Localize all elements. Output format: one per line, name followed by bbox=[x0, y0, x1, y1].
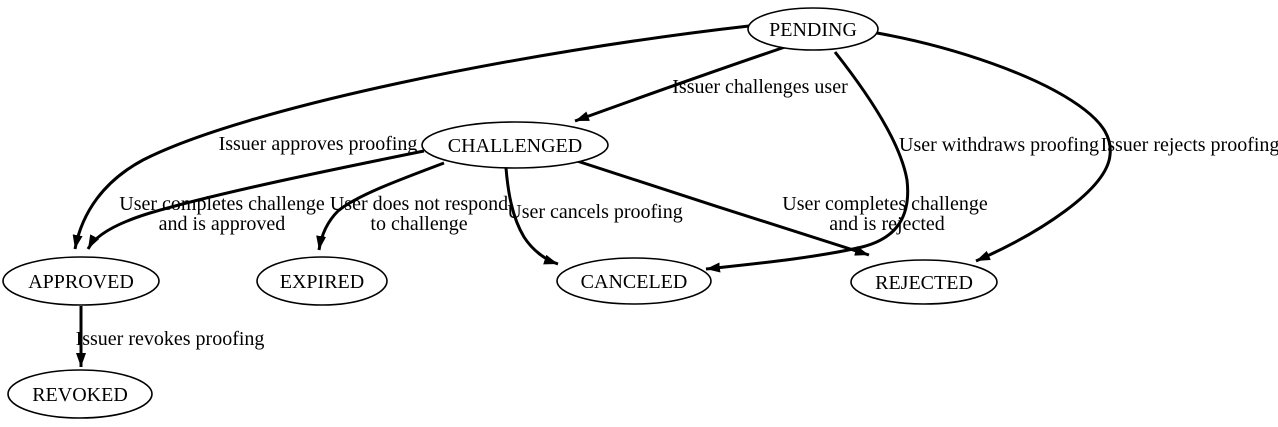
node-challenged: CHALLENGED bbox=[421, 121, 609, 169]
node-pending: PENDING bbox=[747, 7, 879, 51]
edge-pending-challenged bbox=[574, 45, 786, 123]
edge-label-line: User completes challenge bbox=[119, 193, 325, 215]
edge-label-user-withdraws-proofing: User withdraws proofing bbox=[899, 134, 1099, 156]
node-pending-ellipse bbox=[747, 7, 879, 51]
node-approved-label: APPROVED bbox=[28, 271, 134, 293]
edge-labels: Issuer challenges user Issuer approves p… bbox=[76, 76, 1278, 350]
node-expired-ellipse bbox=[256, 256, 388, 306]
node-revoked: REVOKED bbox=[7, 369, 153, 419]
nodes: PENDING CHALLENGED APPROVED EXPIRED CANC… bbox=[2, 7, 998, 419]
node-rejected-ellipse bbox=[850, 259, 998, 305]
edge-pending-rejected bbox=[876, 31, 1112, 263]
edge-pending-canceled bbox=[705, 51, 910, 273]
edge-label-line: User completes challenge bbox=[782, 193, 988, 215]
node-canceled-ellipse bbox=[556, 257, 712, 305]
edge-label-issuer-revokes-proofing: Issuer revokes proofing bbox=[76, 328, 265, 350]
edge-label-user-does-not-respond: User does not respond to challenge bbox=[330, 193, 508, 235]
edge-label-issuer-challenges-user: Issuer challenges user bbox=[672, 76, 848, 98]
edge-label-line: and is rejected bbox=[829, 213, 945, 235]
edge-label-issuer-approves-proofing: Issuer approves proofing bbox=[219, 133, 418, 155]
edge-label-line: and is approved bbox=[159, 213, 286, 235]
edge-challenged-approved bbox=[86, 149, 425, 250]
edge-challenged-canceled bbox=[504, 167, 559, 266]
edge-label-line: to challenge bbox=[370, 213, 467, 235]
node-canceled-label: CANCELED bbox=[581, 271, 688, 293]
edge-label-user-cancels-proofing: User cancels proofing bbox=[507, 201, 683, 223]
edge-label-issuer-rejects-proofing: Issuer rejects proofing bbox=[1101, 134, 1278, 156]
edge-label-user-completes-approved: User completes challenge and is approved bbox=[119, 193, 325, 235]
node-rejected-label: REJECTED bbox=[875, 272, 973, 294]
node-revoked-ellipse bbox=[7, 369, 153, 419]
node-expired-label: EXPIRED bbox=[280, 271, 364, 293]
node-challenged-ellipse bbox=[421, 121, 609, 169]
edge-challenged-rejected bbox=[576, 159, 870, 257]
node-rejected: REJECTED bbox=[850, 259, 998, 305]
edge-challenged-expired bbox=[316, 161, 445, 251]
node-approved: APPROVED bbox=[2, 256, 160, 306]
edge-label-line: User does not respond bbox=[330, 193, 508, 215]
node-pending-label: PENDING bbox=[769, 19, 857, 41]
edge-label-user-completes-rejected: User completes challenge and is rejected bbox=[782, 193, 988, 235]
node-challenged-label: CHALLENGED bbox=[448, 135, 582, 157]
node-revoked-label: REVOKED bbox=[32, 384, 128, 406]
node-expired: EXPIRED bbox=[256, 256, 388, 306]
node-canceled: CANCELED bbox=[556, 257, 712, 305]
edge-pending-approved bbox=[72, 24, 750, 250]
node-approved-ellipse bbox=[2, 256, 160, 306]
edges bbox=[72, 24, 1112, 367]
